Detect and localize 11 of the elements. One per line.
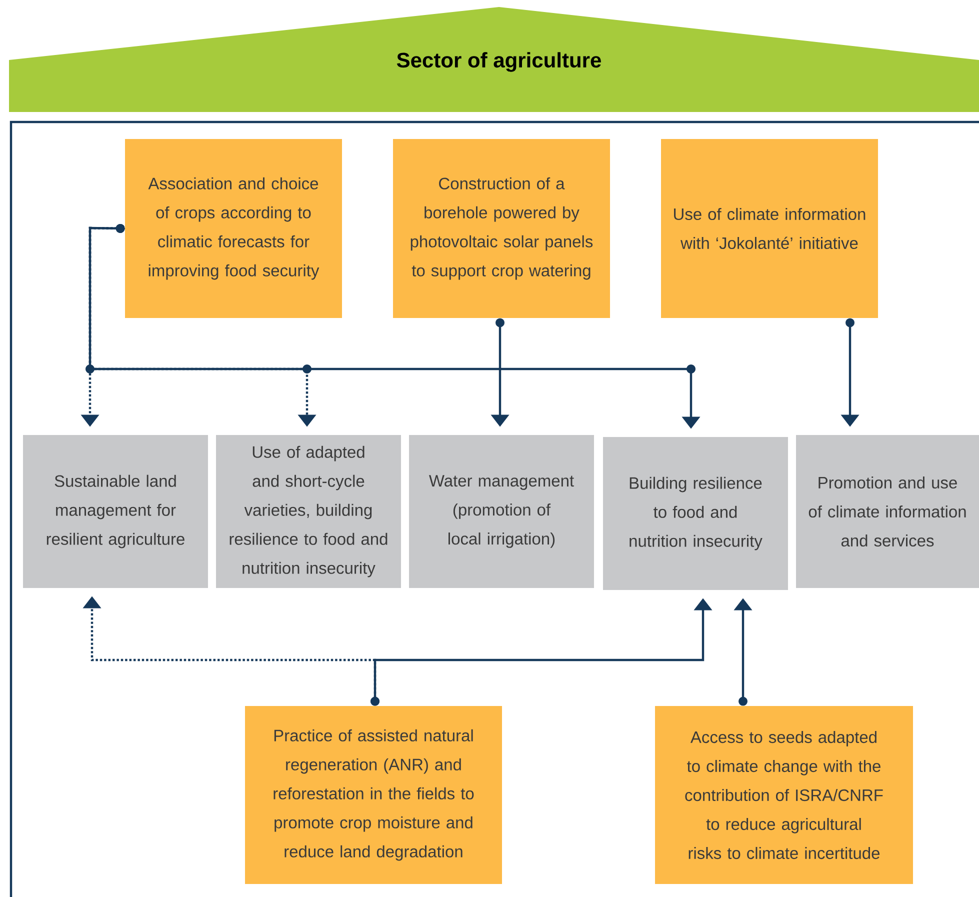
outcome-box: Promotion and use of climate information and services: [796, 435, 979, 588]
outcome-box: Sustainable land management for resilient agriculture: [23, 435, 208, 588]
outcome-box: Use of adapted and short-cycle varieties, building resilience to food and nutrition insecurity: [216, 435, 401, 588]
measure-box: Association and choice of crops according to climatic forecasts for improving food security: [125, 139, 342, 318]
outcome-box: Water management (promotion of local irrigation): [409, 435, 594, 588]
outcome-box: Building resilience to food and nutrition insecurity: [603, 437, 788, 590]
measure-box: Access to seeds adapted to climate change with the contribution of ISRA/CNRF to reduce agricultural risks to climate incertitude: [655, 706, 914, 884]
measure-box: Practice of assisted natural regeneration (ANR) and reforestation in the fields to promote crop moisture and reduce land degradation: [245, 706, 502, 884]
measure-box: Use of climate information with ‘Jokolanté’ initiative: [661, 139, 878, 318]
roof-banner: Sector of agriculture: [9, 7, 979, 112]
measure-box: Construction of a borehole powered by photovoltaic solar panels to support crop watering: [393, 139, 610, 318]
